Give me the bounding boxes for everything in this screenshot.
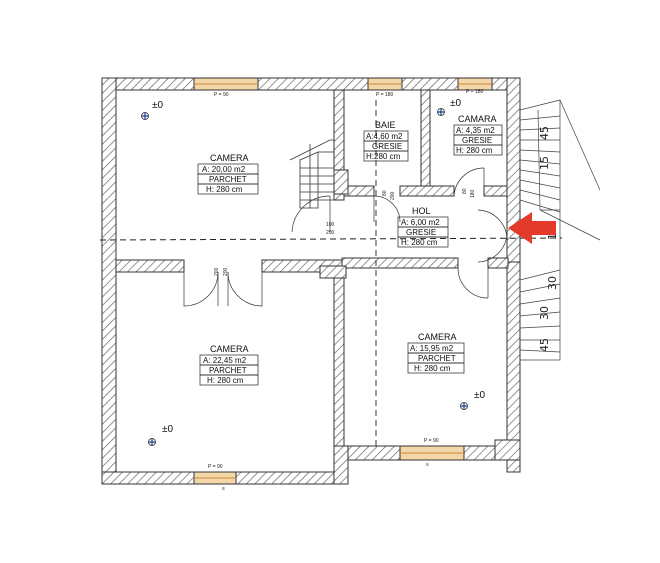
room-hol: HOL A: 6,00 m2 GRESIE H: 280 cm xyxy=(397,206,449,248)
level-marker-icon xyxy=(141,112,149,120)
room-height: H: 280 cm xyxy=(206,185,243,194)
interior-walls xyxy=(115,89,509,447)
room-floor: GRESIE xyxy=(462,136,492,145)
window-label-top-baie: P = 180 xyxy=(376,92,394,98)
sill-mark: ≡ xyxy=(222,486,225,492)
stair-number: 30 xyxy=(538,306,551,320)
window-label-top-camara: P = 180 xyxy=(466,89,484,95)
door-dim-baie-w: 80 xyxy=(382,190,388,196)
stair-number: 45 xyxy=(538,126,551,140)
room-height: H: 280 cm xyxy=(207,376,244,385)
level-mark: ±0 xyxy=(474,390,485,401)
sill-mark-right: ≡ xyxy=(426,462,429,468)
level-marker-icons xyxy=(141,108,468,446)
level-marker-icon xyxy=(437,108,445,116)
level-marker-icon xyxy=(460,402,468,410)
room-name: CAMERA xyxy=(210,153,249,163)
door-swings xyxy=(183,167,508,307)
room-name: HOL xyxy=(412,206,431,216)
room-floor: PARCHET xyxy=(418,354,456,363)
door-dim-camara-h: 180 xyxy=(470,189,476,198)
level-mark: ±0 xyxy=(152,100,163,111)
door-dim-hol-w: 100 xyxy=(326,222,335,228)
room-area: A: 15,95 m2 xyxy=(410,344,454,353)
window-label-bottom-left: P = 90 xyxy=(208,464,223,470)
room-height: H: 280 cm xyxy=(414,364,451,373)
interior-stairs xyxy=(289,139,334,209)
door-dim-left-w: 200 xyxy=(214,267,220,276)
window-label-top-left: P = 90 xyxy=(214,92,229,98)
room-camera-top-left: CAMERA A: 20,00 m2 PARCHET H: 280 cm ±0 xyxy=(152,100,259,195)
stair-number: 30 xyxy=(546,276,559,290)
stair-number: 15 xyxy=(538,156,551,170)
room-name: CAMARA xyxy=(458,114,497,124)
door-dim-baie-h: 200 xyxy=(390,191,396,200)
room-camara: CAMARA A: 4,35 m2 GRESIE H: 280 cm ±0 xyxy=(450,98,503,156)
room-area: A: 22,45 m2 xyxy=(203,356,247,365)
room-area: A:4,60 m2 xyxy=(366,132,403,141)
room-name: CAMERA xyxy=(418,332,457,342)
level-mark: ±0 xyxy=(450,98,461,109)
stair-number: 45 xyxy=(538,338,551,352)
entrance-arrow-icon xyxy=(508,212,556,244)
room-area: A: 6,00 m2 xyxy=(401,218,440,227)
level-mark: ±0 xyxy=(162,424,173,435)
door-dim-hol-h: 200 xyxy=(326,230,335,236)
stair-numbers: 45 15 30 15 30 45 xyxy=(538,126,559,352)
room-baie: BAIE A:4,60 m2 GRESIE H:280 cm xyxy=(363,120,409,162)
exterior-stairs xyxy=(519,99,601,361)
room-area: A: 20,00 m2 xyxy=(202,165,246,174)
section-line xyxy=(99,237,563,241)
level-marker-icon xyxy=(148,438,156,446)
room-height: H:280 cm xyxy=(366,152,401,161)
room-height: H: 280 cm xyxy=(456,146,493,155)
room-camera-bottom-left: CAMERA A: 22,45 m2 PARCHET H: 280 cm ±0 xyxy=(162,344,259,435)
room-name: BAIE xyxy=(375,120,396,130)
room-camera-bottom-right: CAMERA A: 15,95 m2 PARCHET H: 280 cm ±0 xyxy=(407,332,485,401)
window-label-bottom-right: P = 90 xyxy=(424,438,439,444)
room-floor: GRESIE xyxy=(372,142,402,151)
door-dim-left-h: 200 xyxy=(223,267,229,276)
room-area: A: 4,35 m2 xyxy=(456,126,495,135)
room-name: CAMERA xyxy=(210,344,249,354)
room-floor: PARCHET xyxy=(209,175,247,184)
exterior-walls xyxy=(101,77,521,485)
room-floor: PARCHET xyxy=(209,366,247,375)
room-floor: GRESIE xyxy=(406,228,436,237)
room-height: H: 280 cm xyxy=(401,238,438,247)
door-dim-camara-w: 80 xyxy=(462,188,468,194)
windows xyxy=(193,77,493,485)
